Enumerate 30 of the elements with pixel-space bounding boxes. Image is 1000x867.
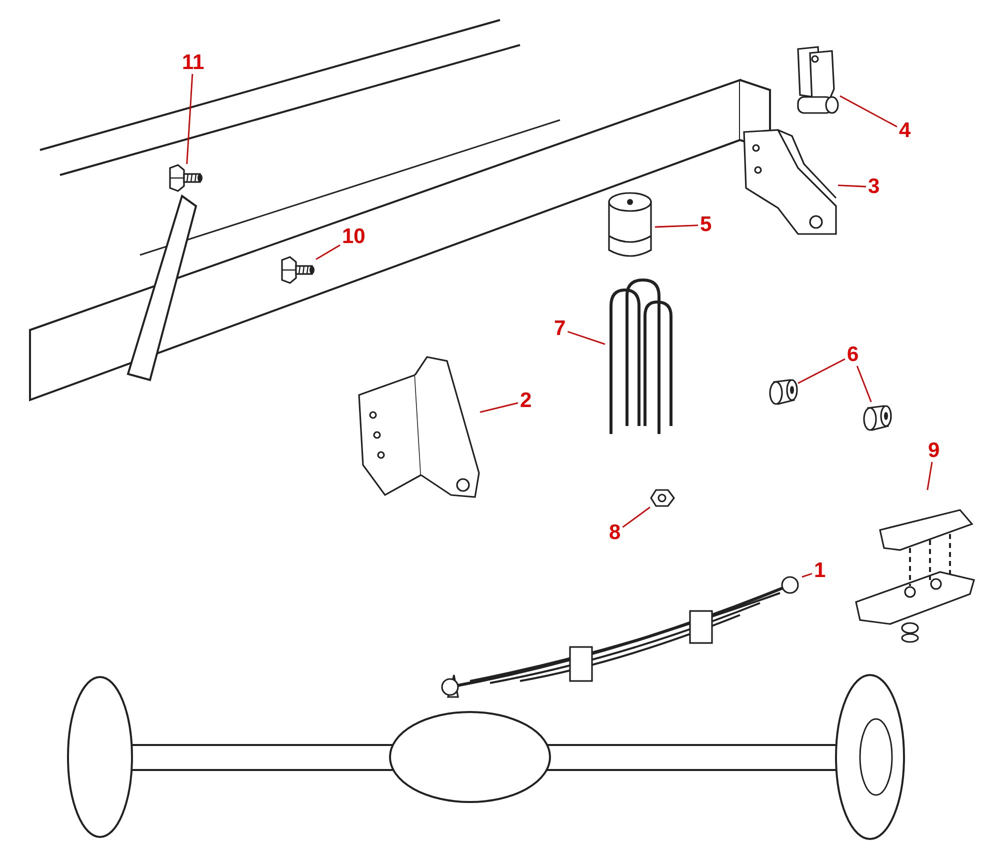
leader-line bbox=[856, 366, 872, 402]
bushing-drawing bbox=[768, 376, 798, 406]
callout-number: 5 bbox=[698, 214, 714, 236]
callout-number: 9 bbox=[926, 440, 942, 462]
leader-line bbox=[316, 244, 340, 260]
callout-number: 8 bbox=[607, 522, 623, 544]
callout-number: 6 bbox=[845, 344, 861, 366]
leader-line bbox=[798, 358, 846, 384]
callout-number: 7 bbox=[552, 318, 568, 340]
callout-number: 10 bbox=[340, 226, 368, 248]
bolt-stud-drawing bbox=[168, 164, 204, 192]
callout-number: 3 bbox=[866, 176, 882, 198]
leader-line bbox=[838, 184, 866, 188]
bushing-drawing bbox=[862, 402, 892, 432]
callout-number: 11 bbox=[180, 52, 206, 74]
nut-drawing bbox=[650, 488, 675, 508]
bolt-stud-drawing bbox=[280, 256, 316, 284]
leader-line bbox=[802, 572, 812, 578]
leader-line bbox=[926, 462, 933, 490]
spring-hanger-drawing bbox=[355, 355, 480, 500]
callout-number: 1 bbox=[812, 560, 828, 582]
callout-number: 2 bbox=[518, 390, 534, 412]
leader-line bbox=[186, 74, 194, 164]
leader-line bbox=[654, 224, 698, 228]
leader-line bbox=[622, 506, 650, 528]
leader-line bbox=[840, 95, 898, 128]
leader-line bbox=[480, 402, 518, 413]
leaf-spring-drawing bbox=[440, 575, 802, 700]
callout-number: 4 bbox=[897, 120, 913, 142]
leader-line bbox=[567, 330, 606, 345]
